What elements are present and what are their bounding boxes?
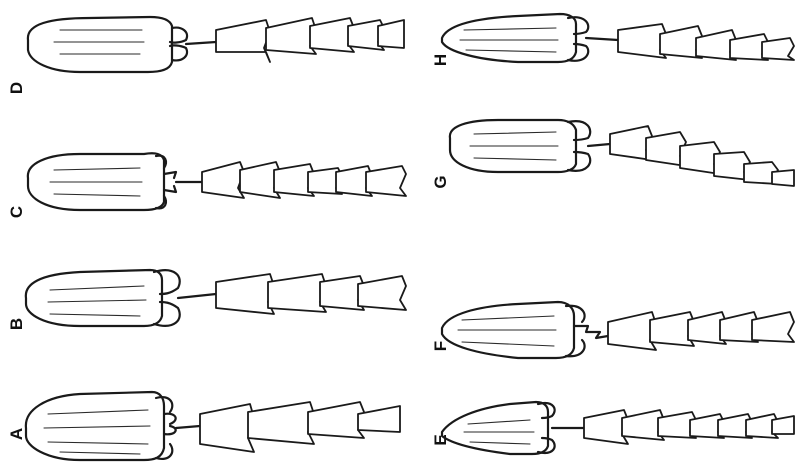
panel-a-drawing [26,392,400,460]
panel-a: A [7,392,400,460]
panel-label-b: B [7,318,26,330]
panel-g-drawing [450,120,794,186]
panel-d: D [7,17,404,94]
panel-f-drawing [442,302,794,358]
panel-label-a: A [7,428,26,440]
panel-d-drawing [28,17,404,72]
panel-h: H [431,14,794,66]
panel-c-drawing [28,153,406,210]
panel-label-h: H [431,54,450,66]
panel-b-drawing [26,270,406,326]
panel-e: E [431,402,794,454]
panel-h-drawing [442,14,794,62]
panel-e-drawing [442,402,794,454]
panel-label-d: D [7,82,26,94]
panel-c: C [7,153,406,218]
panel-b: B [7,270,406,330]
panel-f: F [431,302,794,358]
panel-label-g: G [431,175,450,188]
panel-label-f: F [431,341,450,351]
panel-label-c: C [7,206,26,218]
panel-g: G [431,120,794,189]
